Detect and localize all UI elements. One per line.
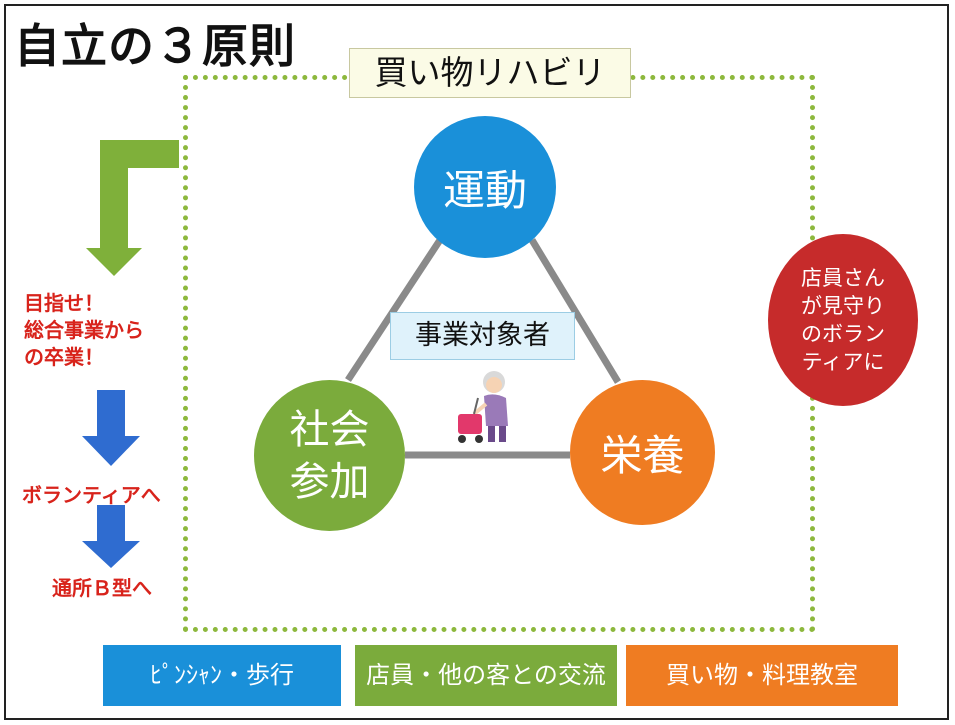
to-type-b-text: 通所Ｂ型へ bbox=[52, 576, 152, 600]
goal-line3: の卒業！ bbox=[24, 345, 104, 369]
bar-pinshan-walking: ﾋﾟﾝｼｬﾝ・歩行 bbox=[103, 645, 341, 706]
staff-line4: ティアに bbox=[801, 350, 885, 374]
goal-line2: 総合事業から bbox=[24, 318, 144, 342]
elderly-person-with-walker-icon bbox=[458, 371, 508, 443]
circle-exercise: 運動 bbox=[414, 116, 556, 258]
staff-line1: 店員さん bbox=[801, 266, 885, 290]
target-person-label: 事業対象者 bbox=[390, 312, 575, 360]
page-title: 自立の３原則 bbox=[14, 19, 296, 73]
circle-social-line2: 参加 bbox=[289, 458, 370, 505]
outer-frame bbox=[4, 4, 949, 720]
circle-nutrition: 栄養 bbox=[570, 380, 715, 525]
green-bent-arrow-icon bbox=[86, 140, 179, 276]
circle-social-participation: 社会 参加 bbox=[254, 380, 405, 531]
down-arrow-icon bbox=[82, 505, 140, 568]
bar-staff-interaction: 店員・他の客との交流 bbox=[355, 645, 617, 706]
bar-shopping-cooking: 買い物・料理教室 bbox=[626, 645, 898, 706]
shopping-rehab-label: 買い物リハビリ bbox=[349, 48, 631, 98]
staff-line2: が見守り bbox=[801, 294, 885, 318]
staff-line3: のボラン bbox=[801, 322, 885, 346]
connector-undou-shakai bbox=[345, 238, 443, 382]
down-arrow-icon bbox=[82, 390, 140, 466]
connector-undou-eiyou bbox=[529, 238, 621, 384]
goal-line1: 目指せ！ bbox=[24, 291, 104, 315]
circle-nutrition-label: 栄養 bbox=[600, 431, 685, 480]
circle-staff-volunteer: 店員さん が見守り のボラン ティアに bbox=[768, 234, 918, 406]
circle-exercise-label: 運動 bbox=[442, 165, 527, 215]
to-volunteer-text: ボランティアへ bbox=[22, 483, 161, 507]
goal-text: 目指せ！ 総合事業から の卒業！ bbox=[24, 290, 144, 371]
circle-social-line1: 社会 bbox=[289, 406, 370, 453]
